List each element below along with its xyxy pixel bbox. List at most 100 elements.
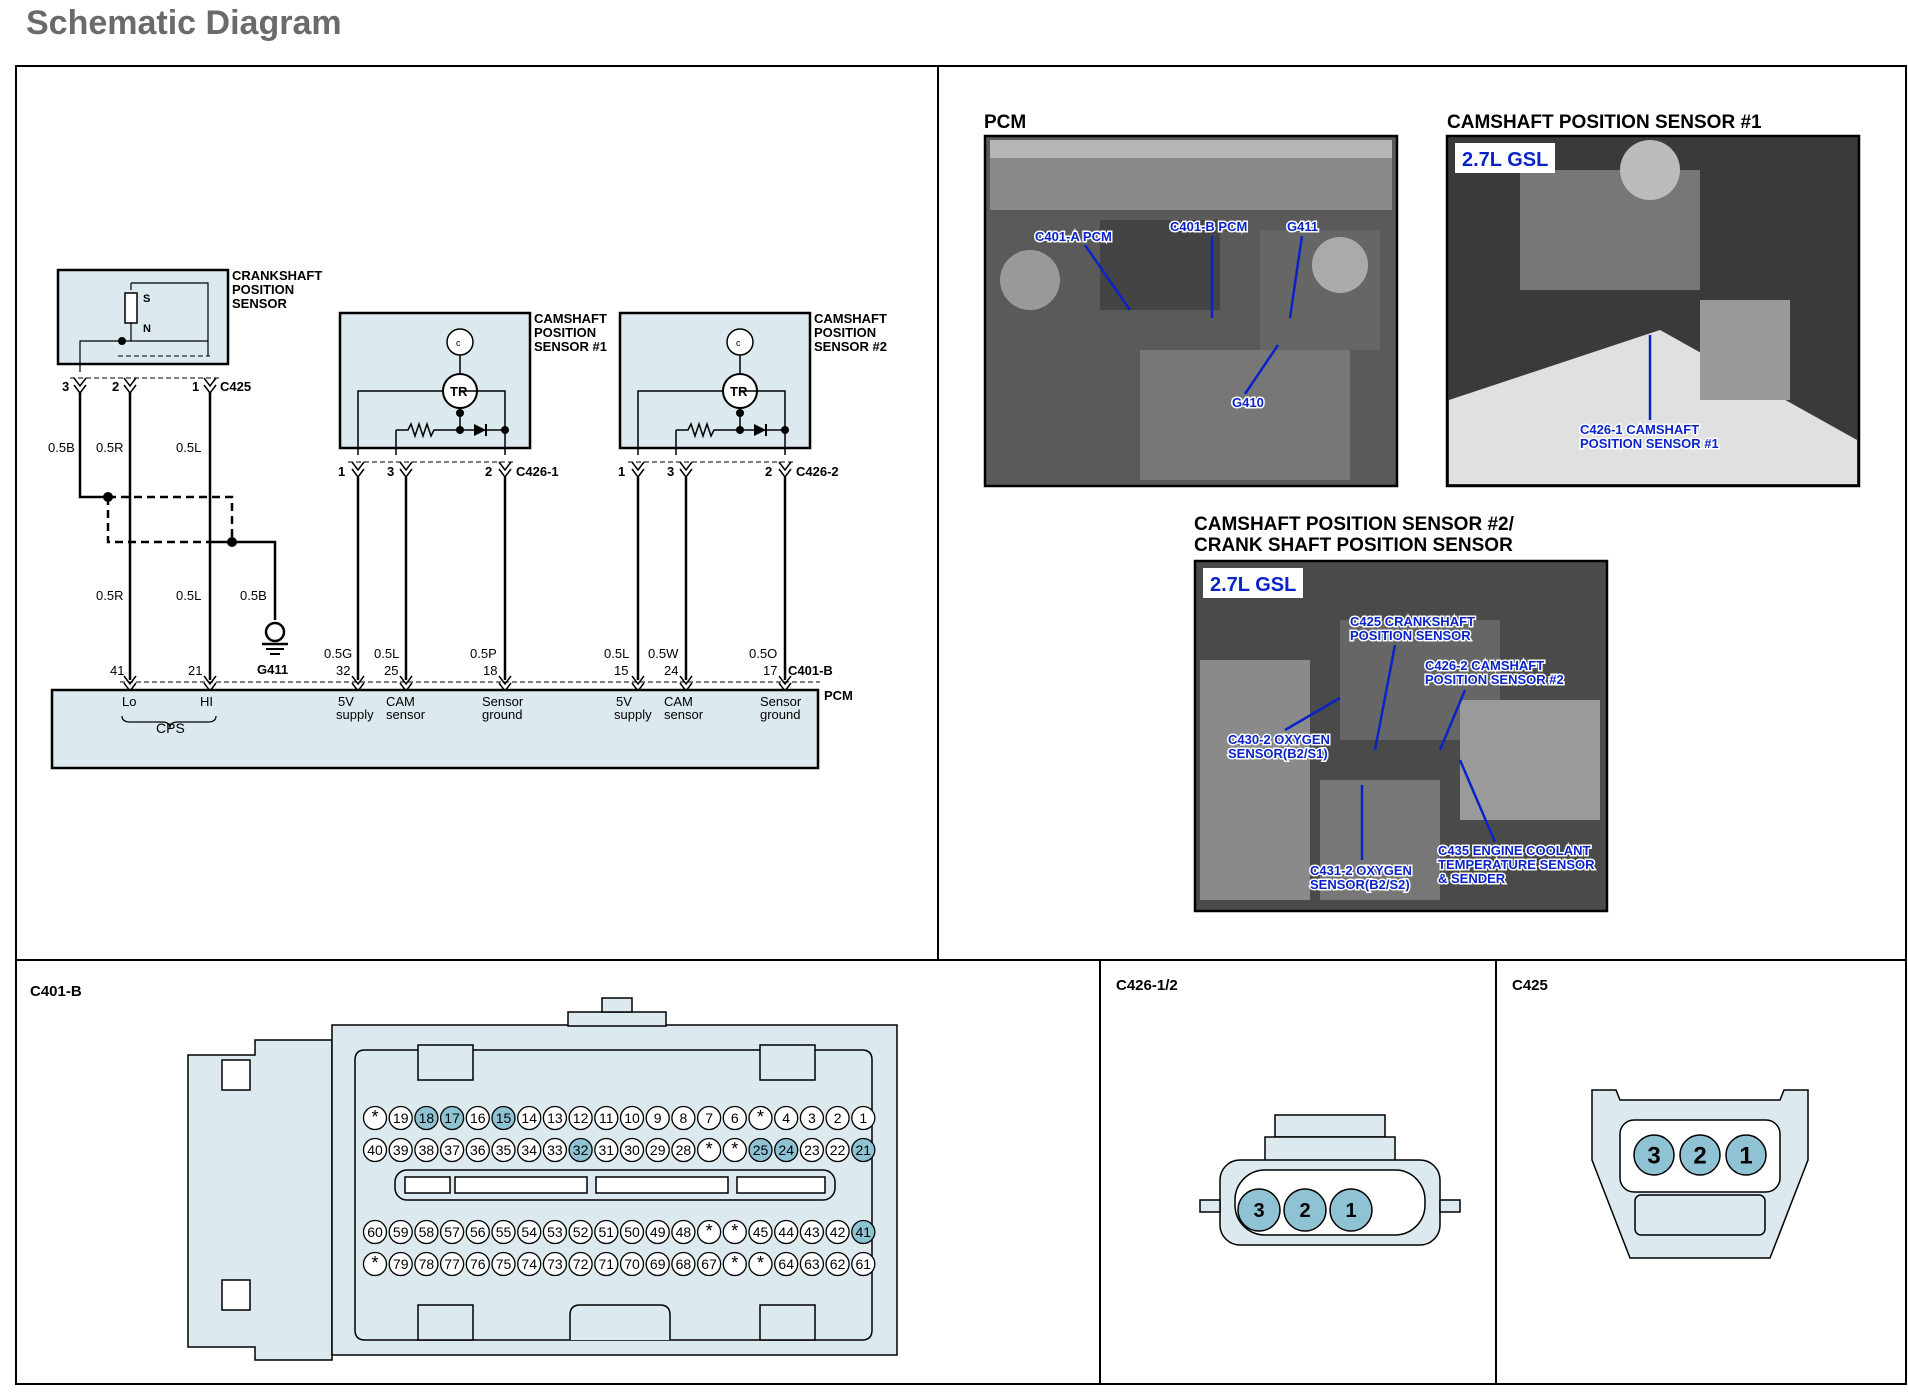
pin-number: 68 bbox=[676, 1256, 692, 1272]
pin-function-label: sensor bbox=[664, 707, 704, 722]
photo-callout: POSITION SENSOR #1 bbox=[1580, 436, 1719, 451]
pin-number: 13 bbox=[547, 1110, 563, 1126]
pin-number: 71 bbox=[599, 1256, 615, 1272]
pin-number: 35 bbox=[496, 1142, 512, 1158]
photo-callout: POSITION SENSOR #2 bbox=[1425, 672, 1564, 687]
pin-number: 45 bbox=[753, 1224, 769, 1240]
cam1-connector-label: C426-1 bbox=[516, 464, 559, 479]
pin-number: 42 bbox=[830, 1224, 846, 1240]
pin-cavity: 61 bbox=[851, 1251, 876, 1277]
pin-number: * bbox=[371, 1107, 378, 1127]
pin-function-label: 5V bbox=[338, 694, 354, 709]
cam1-title: CAMSHAFT bbox=[534, 311, 607, 326]
pcm-box bbox=[50, 688, 820, 770]
pin-cavity: 10 bbox=[619, 1105, 645, 1131]
pin-cavity: 33 bbox=[542, 1137, 568, 1163]
pin-cavity: 35 bbox=[491, 1137, 516, 1163]
pin-cavity: 6 bbox=[722, 1105, 747, 1131]
pin-number: 51 bbox=[599, 1224, 615, 1240]
pin-cavity: 23 bbox=[799, 1137, 825, 1163]
pin-number: 40 bbox=[367, 1142, 383, 1158]
wire-label: 0.5R bbox=[96, 588, 123, 603]
cam1-photo-title: CAMSHAFT POSITION SENSOR #1 bbox=[1447, 112, 1762, 133]
pin-cavity: 31 bbox=[594, 1137, 619, 1163]
crank-pin-3: 3 bbox=[62, 379, 69, 394]
pin-cavity: 37 bbox=[439, 1137, 465, 1163]
pcm-pin: 32 bbox=[336, 663, 350, 678]
pin-cavity: 76 bbox=[465, 1251, 490, 1277]
pin-function-label: Sensor bbox=[760, 694, 802, 709]
pin-function-label: supply bbox=[614, 707, 652, 722]
pin-number: 22 bbox=[830, 1142, 846, 1158]
cam2-title: POSITION bbox=[814, 325, 876, 340]
wire-label: 0.5G bbox=[324, 646, 352, 661]
pin-cavity: 9 bbox=[645, 1105, 670, 1131]
pin-number: 62 bbox=[830, 1256, 846, 1272]
pin-cavity: 41 bbox=[851, 1219, 876, 1245]
pin-cavity: 12 bbox=[568, 1105, 593, 1131]
pin-cavity: 2 bbox=[1283, 1188, 1327, 1232]
pin-cavity: 74 bbox=[517, 1251, 542, 1277]
pin-cavity: 1 bbox=[1725, 1134, 1767, 1176]
pin-number: * bbox=[706, 1221, 713, 1241]
cps-label: CPS bbox=[156, 720, 185, 736]
pin-cavity: 68 bbox=[671, 1251, 696, 1277]
pin-number: 79 bbox=[393, 1256, 409, 1272]
pin-cavity: 49 bbox=[645, 1219, 670, 1245]
pin-cavity: 45 bbox=[748, 1219, 773, 1245]
pin-number: 29 bbox=[650, 1142, 666, 1158]
pin-number: 75 bbox=[496, 1256, 512, 1272]
pin-number: 30 bbox=[624, 1142, 640, 1158]
pin-number: 48 bbox=[676, 1224, 692, 1240]
pin-number: 32 bbox=[573, 1142, 589, 1158]
pcm-connector-label: C401-B bbox=[788, 663, 833, 678]
empty-cavity: * bbox=[722, 1219, 747, 1245]
cam2-pin: 2 bbox=[765, 464, 772, 479]
empty-cavity: * bbox=[748, 1105, 773, 1131]
pin-number: 78 bbox=[419, 1256, 435, 1272]
ground-icon bbox=[262, 621, 288, 655]
photo-callout: C426-2 CAMSHAFT bbox=[1425, 658, 1544, 673]
pin-function-label: ground bbox=[482, 707, 522, 722]
pin-function-label: HI bbox=[200, 694, 213, 709]
pin-cavity: 14 bbox=[517, 1105, 542, 1131]
pin-number: * bbox=[757, 1253, 764, 1273]
pin-number: 44 bbox=[778, 1224, 794, 1240]
pin-number: 58 bbox=[419, 1224, 435, 1240]
pin-number: 9 bbox=[654, 1110, 662, 1126]
pcm-label: PCM bbox=[824, 688, 853, 703]
cam2-title: CAMSHAFT bbox=[814, 311, 887, 326]
pin-cavity: 24 bbox=[774, 1137, 799, 1163]
pin-number: 52 bbox=[573, 1224, 589, 1240]
pin-cavity: 48 bbox=[671, 1219, 696, 1245]
photo-callout: G411 bbox=[1287, 219, 1318, 234]
schematic: S N CRANKSHAFT POSITION SENSOR 3 2 1 C42… bbox=[48, 268, 887, 770]
cam1-sensor-box bbox=[338, 311, 532, 450]
cam2-photo-title: CRANK SHAFT POSITION SENSOR bbox=[1194, 535, 1513, 556]
cam2-pin: 1 bbox=[618, 464, 625, 479]
pin-number: 69 bbox=[650, 1256, 666, 1272]
pin-number: 3 bbox=[1647, 1143, 1660, 1170]
engine-badge: 2.7L GSL bbox=[1210, 574, 1296, 596]
tr-label: TR bbox=[730, 384, 748, 399]
pin-number: 70 bbox=[624, 1256, 640, 1272]
pin-cavity: 56 bbox=[465, 1219, 490, 1245]
pcm-photo-title: PCM bbox=[984, 112, 1026, 133]
pin-cavity: 3 bbox=[1237, 1188, 1281, 1232]
pin-number: 55 bbox=[496, 1224, 512, 1240]
tr-label: TR bbox=[450, 384, 468, 399]
pin-cavity: 2 bbox=[1679, 1134, 1721, 1176]
pin-number: * bbox=[731, 1139, 738, 1159]
pin-cavity: 44 bbox=[774, 1219, 799, 1245]
photo-callout: C426-1 CAMSHAFT bbox=[1580, 422, 1699, 437]
empty-cavity: * bbox=[696, 1219, 722, 1245]
crank-sensor-box bbox=[56, 268, 230, 366]
pin-number: 59 bbox=[393, 1224, 409, 1240]
pin-cavity: 77 bbox=[439, 1251, 465, 1277]
pin-number: 4 bbox=[782, 1110, 790, 1126]
pin-number: 67 bbox=[701, 1256, 717, 1272]
magnet-icon bbox=[124, 292, 138, 324]
photo-callout: SENSOR(B2/S2) bbox=[1310, 877, 1410, 892]
